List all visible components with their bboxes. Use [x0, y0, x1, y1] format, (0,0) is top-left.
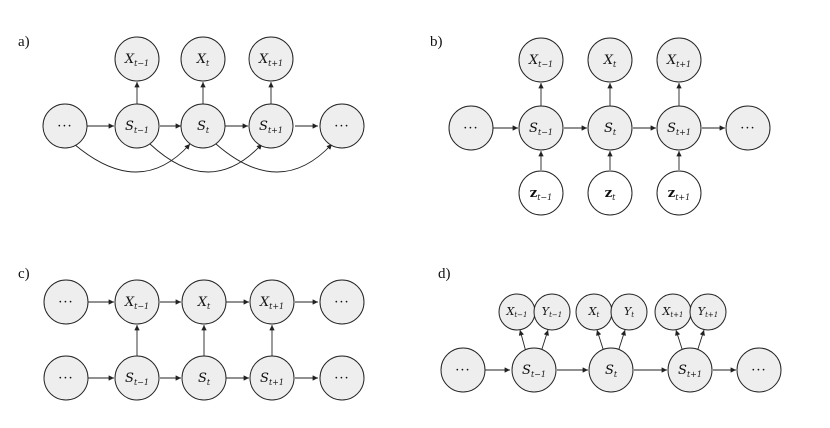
- svg-text:Yt+1: Yt+1: [698, 305, 718, 319]
- node-c-S-next: St+1: [249, 355, 295, 401]
- node-b-X-next: Xt+1: [656, 37, 702, 83]
- node-c-S-cur: St: [181, 355, 227, 401]
- node-c-top-dots-right: ···: [319, 279, 365, 325]
- node-d-Y-cur: Yt: [610, 293, 648, 331]
- node-c-top-dots-left: ···: [43, 279, 89, 325]
- node-a-S-cur: St: [180, 103, 226, 149]
- svg-text:Xt−1: Xt−1: [124, 52, 149, 68]
- panel-label-b: b): [430, 34, 443, 50]
- node-b-z-next: zt+1: [656, 170, 702, 216]
- svg-text:Xt−1: Xt−1: [506, 305, 528, 319]
- node-a-dots-left: ···: [42, 103, 88, 149]
- node-b-S-prev: St−1: [518, 105, 564, 151]
- node-a-S-prev: St−1: [114, 103, 160, 149]
- node-d-dots-left: ···: [440, 347, 486, 393]
- svg-text:···: ···: [58, 371, 73, 386]
- panel-label-a: a): [18, 34, 30, 50]
- node-d-Y-next: Yt+1: [689, 293, 727, 331]
- node-c-X-prev: Xt−1: [114, 279, 160, 325]
- node-c-bottom-dots-left: ···: [43, 355, 89, 401]
- svg-text:···: ···: [334, 371, 349, 386]
- svg-text:Xt: Xt: [196, 52, 210, 68]
- svg-text:Yt−1: Yt−1: [542, 305, 562, 319]
- svg-text:Xt: Xt: [588, 305, 600, 319]
- svg-text:Xt+1: Xt+1: [259, 295, 284, 311]
- node-c-X-cur: Xt: [181, 279, 227, 325]
- node-b-dots-right: ···: [725, 105, 771, 151]
- node-a-dots-right: ···: [319, 103, 365, 149]
- node-a-S-next: St+1: [248, 103, 294, 149]
- svg-text:St: St: [197, 119, 210, 135]
- svg-text:Xt+1: Xt+1: [662, 305, 684, 319]
- svg-text:···: ···: [334, 119, 349, 134]
- svg-text:···: ···: [751, 363, 766, 378]
- panel-label-c: c): [18, 266, 30, 282]
- node-d-dots-right: ···: [736, 347, 782, 393]
- svg-text:zt+1: zt+1: [668, 186, 690, 202]
- node-c-S-prev: St−1: [114, 355, 160, 401]
- node-d-X-prev: Xt−1: [498, 293, 536, 331]
- svg-text:St+1: St+1: [260, 371, 284, 387]
- node-b-z-prev: zt−1: [518, 170, 564, 216]
- node-c-bottom-dots-right: ···: [319, 355, 365, 401]
- node-c-X-next: Xt+1: [249, 279, 295, 325]
- svg-text:···: ···: [334, 295, 349, 310]
- svg-text:···: ···: [463, 121, 478, 136]
- svg-text:Xt+1: Xt+1: [258, 52, 283, 68]
- node-d-Y-prev: Yt−1: [533, 293, 571, 331]
- svg-text:Xt−1: Xt−1: [528, 53, 553, 69]
- svg-text:St−1: St−1: [529, 121, 553, 137]
- node-b-S-next: St+1: [656, 105, 702, 151]
- svg-text:···: ···: [740, 121, 755, 136]
- svg-text:St: St: [198, 371, 211, 387]
- svg-text:Yt: Yt: [624, 305, 634, 319]
- svg-text:St+1: St+1: [667, 121, 691, 137]
- node-d-S-cur: St: [588, 347, 634, 393]
- svg-text:St+1: St+1: [678, 363, 702, 379]
- node-d-S-prev: St−1: [511, 347, 557, 393]
- node-b-dots-left: ···: [448, 105, 494, 151]
- svg-text:···: ···: [58, 295, 73, 310]
- svg-text:Xt−1: Xt−1: [124, 295, 149, 311]
- node-d-X-next: Xt+1: [654, 293, 692, 331]
- node-d-X-cur: Xt: [575, 293, 613, 331]
- node-a-X-prev: Xt−1: [114, 36, 160, 82]
- svg-text:St−1: St−1: [125, 119, 149, 135]
- svg-text:Xt+1: Xt+1: [666, 53, 691, 69]
- node-a-X-cur: Xt: [180, 36, 226, 82]
- svg-text:Xt: Xt: [197, 295, 211, 311]
- svg-text:···: ···: [57, 119, 72, 134]
- svg-text:···: ···: [455, 363, 470, 378]
- node-b-X-prev: Xt−1: [518, 37, 564, 83]
- panel-c: ··· Xt−1 Xt Xt+1 ··· ··· St−1 St: [43, 279, 365, 401]
- svg-text:St: St: [605, 363, 618, 379]
- node-b-S-cur: St: [587, 105, 633, 151]
- svg-text:St−1: St−1: [522, 363, 546, 379]
- panel-b: ··· St−1 St St+1 ··· Xt−1 Xt Xt+1: [448, 37, 771, 216]
- svg-text:St: St: [604, 121, 617, 137]
- panel-d: ··· St−1 St St+1 ··· Xt−1 Yt−1 Xt: [440, 293, 782, 393]
- svg-text:St+1: St+1: [259, 119, 283, 135]
- svg-text:Xt: Xt: [603, 53, 617, 69]
- svg-text:zt−1: zt−1: [530, 186, 552, 202]
- node-b-X-cur: Xt: [587, 37, 633, 83]
- node-a-X-next: Xt+1: [248, 36, 294, 82]
- svg-text:zt: zt: [605, 186, 616, 202]
- node-b-z-cur: zt: [587, 170, 633, 216]
- panel-label-d: d): [438, 266, 451, 282]
- panel-a: ··· St−1 St St+1 ··· Xt−1 Xt Xt+1: [42, 36, 365, 173]
- svg-text:St−1: St−1: [125, 371, 149, 387]
- node-d-S-next: St+1: [667, 347, 713, 393]
